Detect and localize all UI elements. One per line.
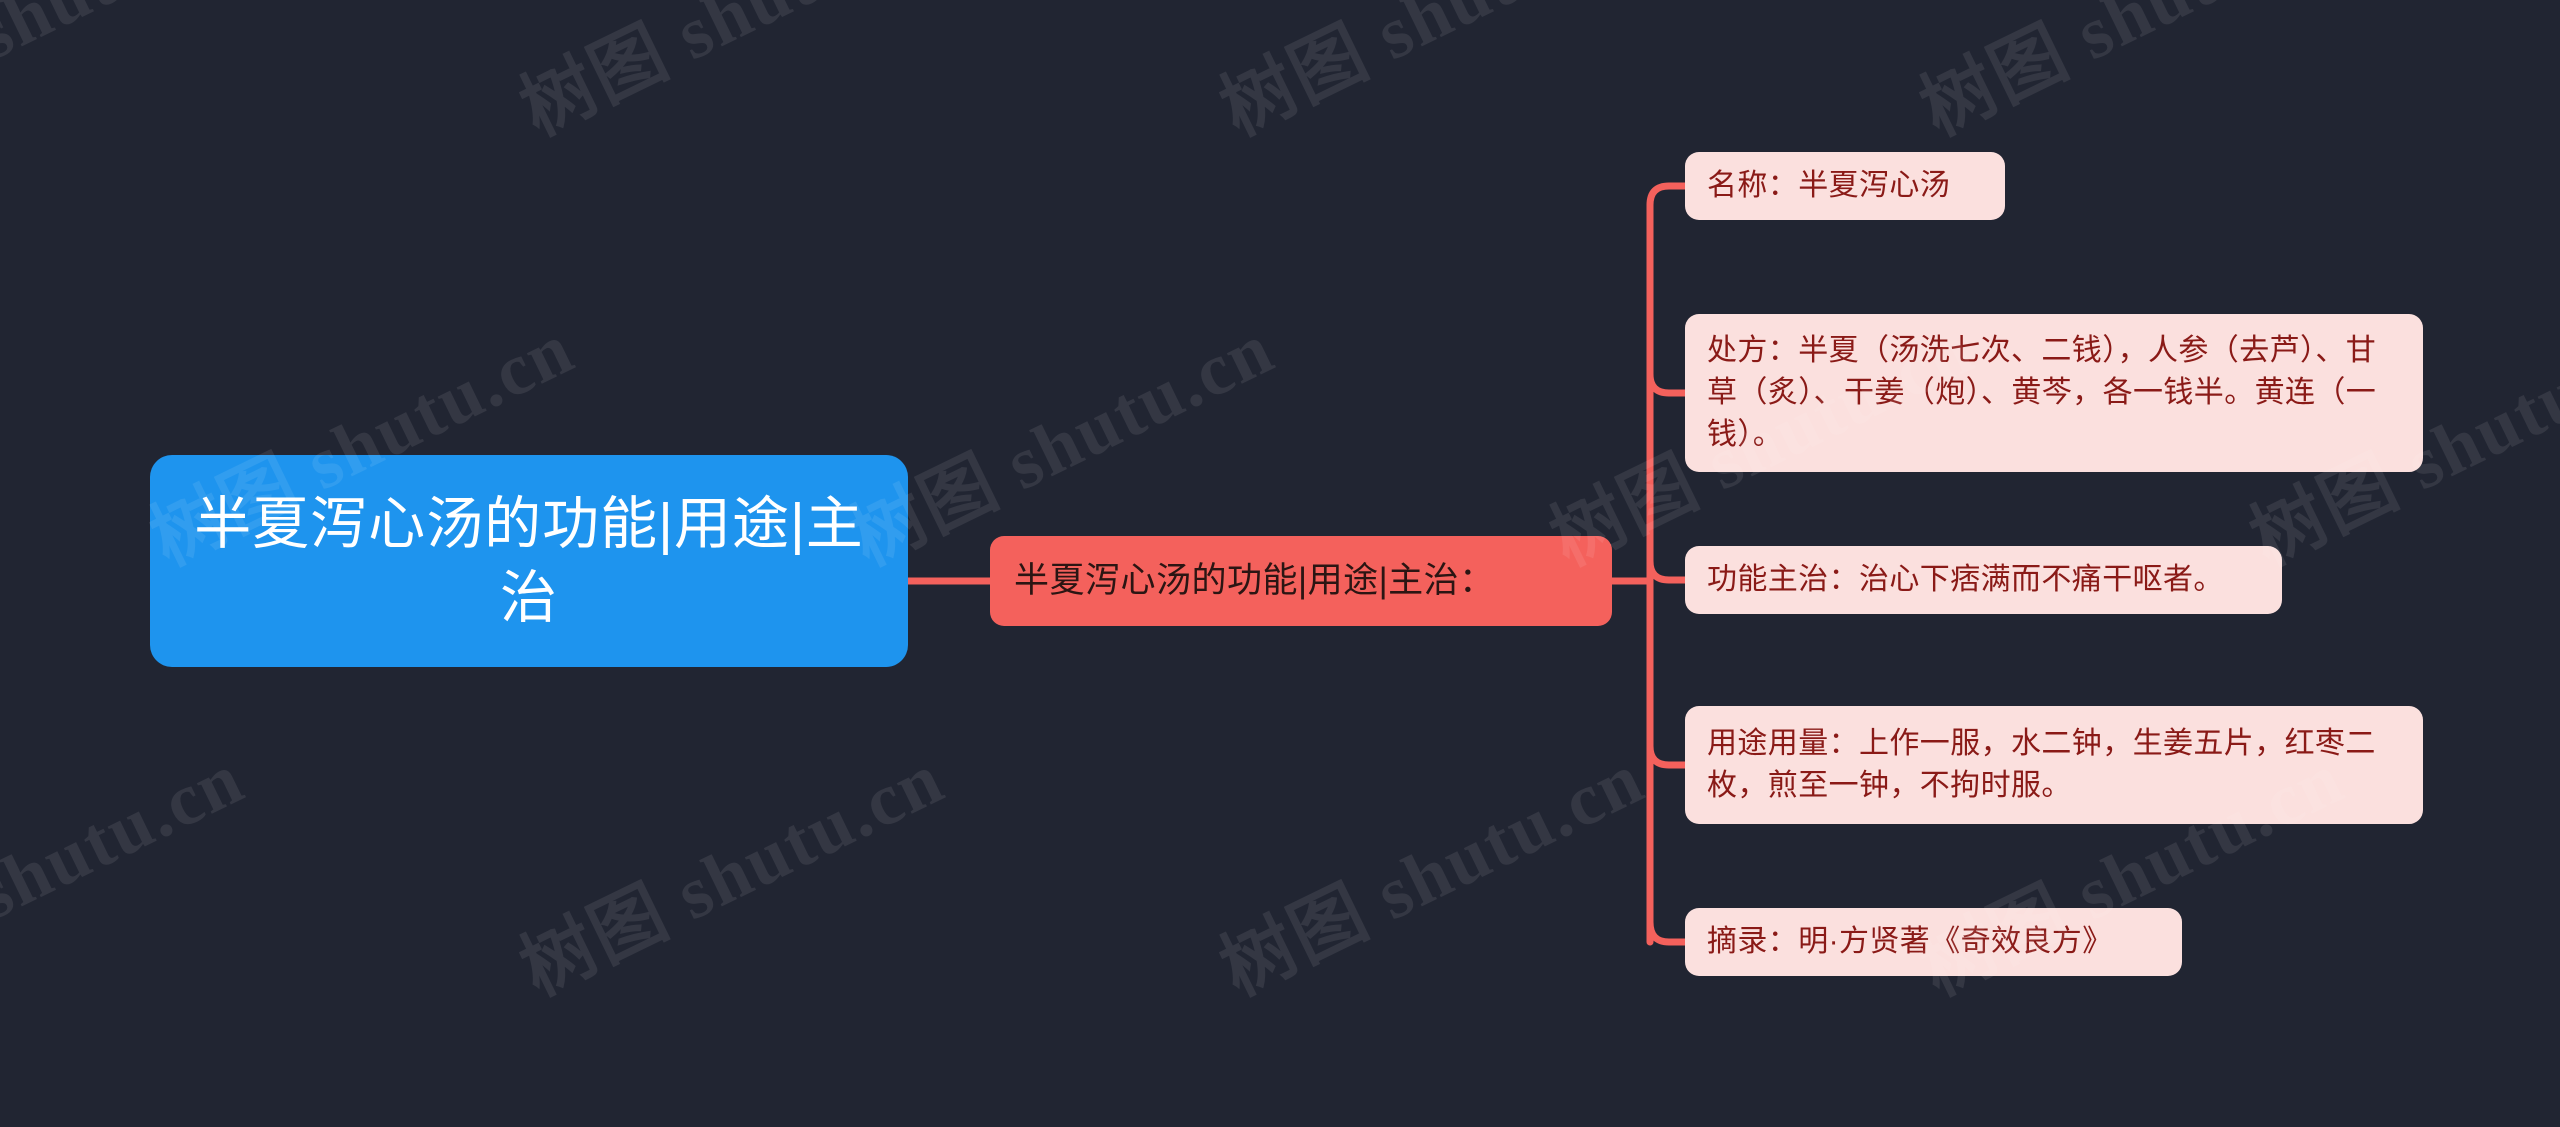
branch-node[interactable]: 半夏泻心汤的功能|用途|主治：: [990, 536, 1612, 626]
leaf-node-name[interactable]: 名称：半夏泻心汤: [1685, 152, 2005, 220]
leaf-node-label: 摘录：明·方贤著《奇效良方》: [1707, 925, 2113, 958]
root-node-label: 半夏泻心汤的功能|用途|主治: [194, 491, 864, 630]
leaf-node-source[interactable]: 摘录：明·方贤著《奇效良方》: [1685, 908, 2182, 976]
root-node[interactable]: 半夏泻心汤的功能|用途|主治: [150, 455, 908, 667]
leaf-node-dosage[interactable]: 用途用量：上作一服，水二钟，生姜五片，红枣二枚，煎至一钟，不拘时服。: [1685, 706, 2423, 824]
leaf-node-label: 功能主治：治心下痞满而不痛干呕者。: [1707, 563, 2224, 596]
leaf-node-indications[interactable]: 功能主治：治心下痞满而不痛干呕者。: [1685, 546, 2282, 614]
branch-node-label: 半夏泻心汤的功能|用途|主治：: [1014, 561, 1495, 601]
leaf-node-prescription[interactable]: 处方：半夏（汤洗七次、二钱），人参（去芦）、甘草（炙）、干姜（炮）、黄芩，各一钱…: [1685, 314, 2423, 472]
leaf-node-label: 名称：半夏泻心汤: [1707, 169, 1951, 202]
leaf-node-label: 处方：半夏（汤洗七次、二钱），人参（去芦）、甘草（炙）、干姜（炮）、黄芩，各一钱…: [1707, 334, 2377, 451]
leaf-node-label: 用途用量：上作一服，水二钟，生姜五片，红枣二枚，煎至一钟，不拘时服。: [1707, 727, 2376, 802]
